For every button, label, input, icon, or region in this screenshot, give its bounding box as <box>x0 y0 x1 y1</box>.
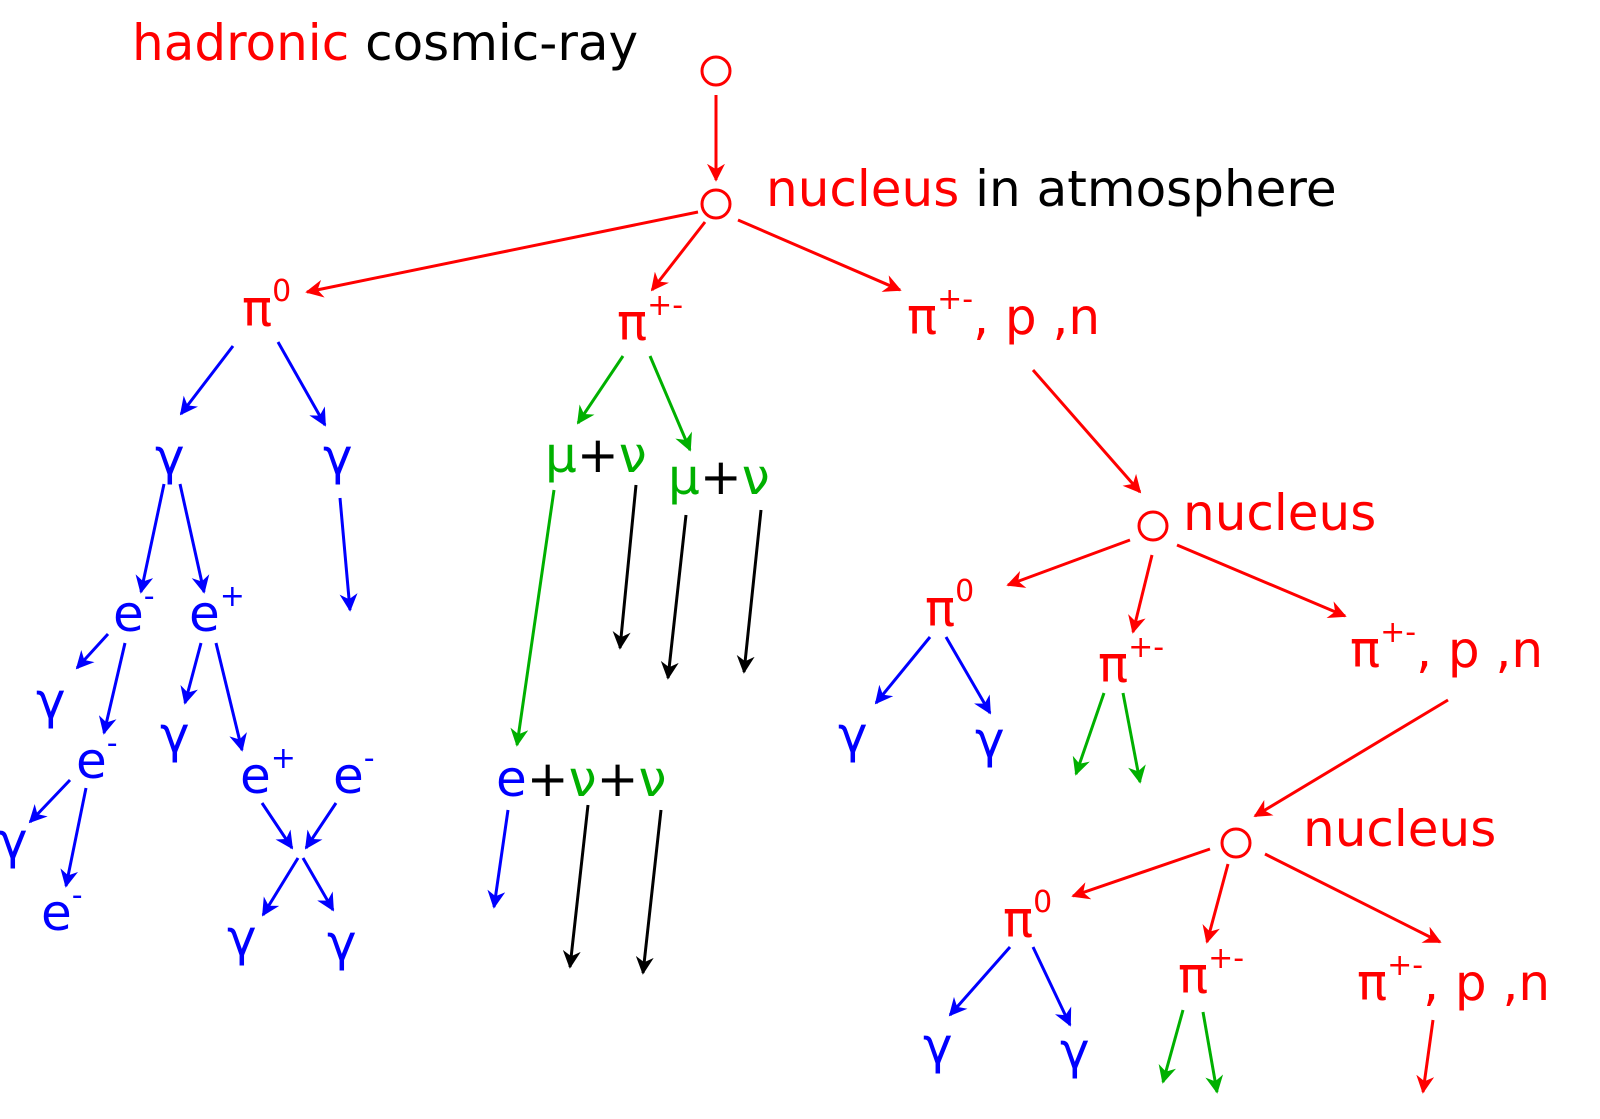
gamma-label: γ <box>1060 1022 1090 1080</box>
arrow-to-pipn-main <box>737 218 902 292</box>
pipn-main-label: π+-, p ,n <box>907 282 1100 346</box>
arrow-electron-to-electron <box>98 642 127 735</box>
arrow-neutrino-down <box>736 509 763 674</box>
arrow-to-pi0-third <box>1071 847 1211 900</box>
arrow-pion-decay-1 <box>1072 692 1106 776</box>
pipm-second-label: π+- <box>1098 630 1164 694</box>
arrow-electron-to-gamma <box>75 632 110 670</box>
title-word-cosmic-ray: cosmic-ray <box>349 14 638 72</box>
arrow-pion-decay-1 <box>1158 1009 1185 1084</box>
arrow-to-pipm-third <box>1202 863 1230 944</box>
first-interaction-word-nucleus: nucleus <box>766 160 959 218</box>
electron-label: e- <box>76 726 118 790</box>
arrow-pi0-to-gamma-1 <box>948 946 1012 1017</box>
positron-label: e+ <box>240 741 296 805</box>
arrow-to-pipn-third <box>1264 852 1442 944</box>
pi0-second-label: π0 <box>925 574 974 638</box>
arrow-muon-decay <box>510 489 556 747</box>
arrow-to-pi0-second <box>1006 538 1131 588</box>
arrow-gamma-to-electron <box>135 483 166 594</box>
muon-neutrino-label: μ+ν <box>668 448 770 506</box>
arrow-annihilation-gamma-1 <box>261 857 300 917</box>
gamma-label: γ <box>155 428 185 486</box>
primary-particle-circle <box>700 55 732 87</box>
arrow-gamma-to-positron <box>178 483 210 594</box>
gamma-label: γ <box>0 812 28 870</box>
arrow-electron-to-gamma <box>28 778 72 824</box>
arrow-to-pipm-second <box>1128 554 1154 634</box>
third-nucleus-label: nucleus <box>1303 800 1496 858</box>
muon-neutrino-label: μ+ν <box>545 426 647 484</box>
first-interaction-word-atmosphere: in atmosphere <box>959 160 1336 218</box>
gamma-label: γ <box>160 706 190 764</box>
pi0-third-label: π0 <box>1003 885 1052 949</box>
electron-label: e- <box>41 878 83 942</box>
title-label: hadronic cosmic-ray <box>132 14 638 72</box>
arrow-electron-down <box>487 809 510 909</box>
arrow-positron-to-gamma <box>180 642 203 705</box>
arrow-to-third-nucleus <box>1253 698 1449 818</box>
gamma-label: γ <box>923 1017 953 1075</box>
arrow-pion-decay-1 <box>576 355 625 425</box>
electron-neutrinos-label: e+ν+ν <box>496 750 666 808</box>
arrow-pi0-to-gamma-1 <box>179 345 235 416</box>
pi0-main-label: π0 <box>242 274 291 338</box>
arrow-pi0-to-gamma-2 <box>944 636 992 715</box>
third-nucleus-circle <box>1220 827 1252 859</box>
pipn-third-label: π+-, p ,n <box>1357 948 1550 1012</box>
arrow-to-pipm-main <box>650 221 707 292</box>
arrow-gamma-down <box>338 497 358 612</box>
arrow-neutrino-down <box>635 809 663 975</box>
pipm-third-label: π+- <box>1178 941 1244 1005</box>
pipm-main-label: π+- <box>617 288 683 352</box>
gamma-label: γ <box>36 672 66 730</box>
pipn-second-label: π+-, p ,n <box>1350 615 1543 679</box>
arrow-pi0-to-gamma-2 <box>276 341 327 427</box>
first-nucleus-circle <box>700 188 732 220</box>
first-interaction-label: nucleus in atmosphere <box>766 160 1337 218</box>
arrow-muon-down <box>660 514 688 680</box>
arrow-neutrino-down <box>612 484 638 650</box>
second-nucleus-label: nucleus <box>1183 484 1376 542</box>
arrow-pi0-to-gamma-1 <box>874 636 932 705</box>
positron-label: e+ <box>189 579 245 643</box>
gamma-label: γ <box>838 706 868 764</box>
arrow-hadrons-continue <box>1416 1019 1435 1094</box>
arrow-neutrino-down <box>562 804 590 969</box>
arrow-electron-to-electron <box>60 787 88 888</box>
pi-symbol: π <box>242 280 272 338</box>
title-word-hadronic: hadronic <box>132 14 349 72</box>
electron-label: e- <box>333 741 375 805</box>
arrow-positron-annihilation <box>260 802 294 850</box>
gamma-label: γ <box>323 428 353 486</box>
gamma-label: γ <box>327 914 357 972</box>
superscript-zero: 0 <box>272 274 291 309</box>
gamma-label: γ <box>975 711 1005 769</box>
arrow-pion-decay-2 <box>648 355 692 452</box>
electron-label: e- <box>113 579 155 643</box>
arrow-electron-annihilation <box>304 802 338 850</box>
arrow-pi0-to-gamma-2 <box>1031 946 1072 1027</box>
arrow-to-second-nucleus <box>1031 369 1142 494</box>
arrow-to-pi0-main <box>305 210 699 298</box>
gamma-label: γ <box>227 909 257 967</box>
arrow-positron-to-positron <box>214 642 247 752</box>
arrow-to-pipn-second <box>1176 543 1347 618</box>
arrow-annihilation-gamma-2 <box>301 857 335 912</box>
second-nucleus-circle <box>1137 510 1169 542</box>
arrow-pion-decay-2 <box>1201 1011 1224 1094</box>
arrow-pion-decay-2 <box>1121 692 1146 784</box>
